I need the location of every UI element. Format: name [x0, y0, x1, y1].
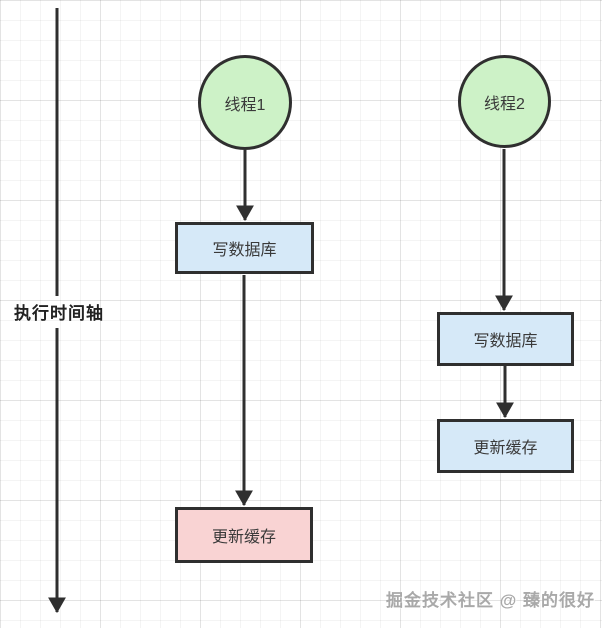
thread1-node-label: 线程1 — [224, 96, 266, 114]
thread2-update-cache-step: 更新缓存 — [437, 419, 574, 473]
thread2-node: 线程2 — [458, 55, 551, 148]
thread1-write-db-step: 写数据库 — [175, 222, 314, 274]
thread1-update-cache-label: 更新缓存 — [211, 529, 276, 546]
thread2-update-cache-label: 更新缓存 — [473, 440, 538, 457]
thread1-write-db-label: 写数据库 — [212, 242, 277, 259]
timeline-axis-label: 执行时间轴 — [14, 304, 104, 323]
thread2-node-label: 线程2 — [484, 95, 525, 113]
watermark: 掘金技术社区 @ 臻的很好 — [385, 591, 595, 610]
thread2-write-db-step: 写数据库 — [437, 312, 574, 366]
thread2-write-db-label: 写数据库 — [473, 333, 538, 350]
thread1-update-cache-step: 更新缓存 — [175, 507, 313, 563]
thread1-node: 线程1 — [198, 55, 292, 150]
